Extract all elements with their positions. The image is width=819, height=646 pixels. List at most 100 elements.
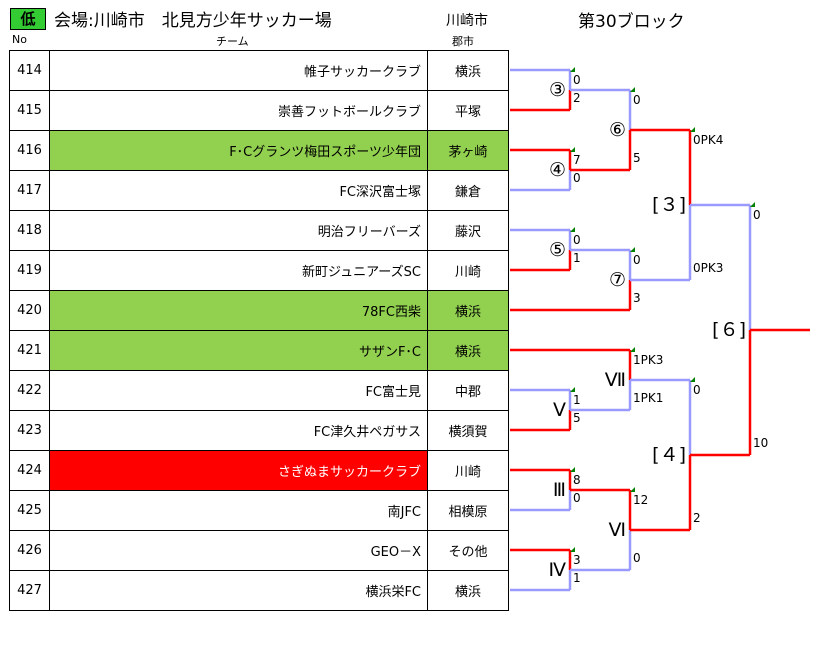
- score-top: 12: [633, 493, 648, 507]
- team-city: その他: [427, 530, 509, 571]
- column-header-city: 郡市: [452, 35, 474, 48]
- row-number: 418: [9, 210, 50, 251]
- match-marker: [570, 467, 575, 472]
- match-marker: [750, 202, 755, 207]
- team-name: 新町ジュニアーズSC: [49, 250, 428, 291]
- score-bottom: 5: [573, 411, 581, 425]
- score-bottom: 0PK3: [693, 261, 723, 275]
- team-city: 横須賀: [427, 410, 509, 451]
- team-name: F･Cグランツ梅田スポーツ少年団: [49, 130, 428, 171]
- score-top: 0: [633, 253, 641, 267]
- team-city: 藤沢: [427, 210, 509, 251]
- match-label: Ⅵ: [608, 519, 626, 541]
- score-top: 8: [573, 473, 581, 487]
- score-bottom: 10: [753, 436, 768, 450]
- score-top: 3: [573, 553, 581, 567]
- block-title: 第30ブロック: [578, 12, 685, 32]
- match-marker: [630, 87, 635, 92]
- match-label: [３]: [652, 194, 686, 216]
- score-bottom: 1: [573, 251, 581, 265]
- match-label: Ⅴ: [553, 399, 566, 421]
- match-label: Ⅶ: [605, 369, 626, 391]
- score-top: 0: [633, 93, 641, 107]
- team-name: さぎぬまサッカークラブ: [49, 450, 428, 491]
- team-name: FC深沢富士塚: [49, 170, 428, 211]
- match-label: Ⅳ: [548, 559, 566, 581]
- row-number: 416: [9, 130, 50, 171]
- team-city: 茅ヶ崎: [427, 130, 509, 171]
- match-marker: [570, 147, 575, 152]
- match-marker: [690, 127, 695, 132]
- team-city: 横浜: [427, 50, 509, 91]
- team-city: 相模原: [427, 490, 509, 531]
- row-number: 419: [9, 250, 50, 291]
- team-city: 横浜: [427, 290, 509, 331]
- column-header-team: チーム: [216, 35, 249, 48]
- match-label: ③: [549, 79, 566, 101]
- row-number: 425: [9, 490, 50, 531]
- match-label: ⑤: [549, 239, 566, 261]
- team-city: 川崎: [427, 450, 509, 491]
- team-name: GEO－X: [49, 530, 428, 571]
- score-top: 0PK4: [693, 133, 723, 147]
- score-top: 0: [753, 208, 761, 222]
- score-top: 0: [573, 73, 581, 87]
- match-marker: [570, 387, 575, 392]
- score-bottom: 0: [573, 171, 581, 185]
- match-marker: [630, 347, 635, 352]
- match-marker: [630, 487, 635, 492]
- score-bottom: 2: [573, 91, 581, 105]
- score-top: 7: [573, 153, 581, 167]
- match-label: ⑦: [609, 269, 626, 291]
- low-badge: 低: [10, 8, 46, 30]
- score-top: 0: [573, 233, 581, 247]
- match-label: Ⅲ: [553, 479, 566, 501]
- team-name: 明治フリーバーズ: [49, 210, 428, 251]
- team-city: 横浜: [427, 570, 509, 611]
- score-bottom: 2: [693, 511, 701, 525]
- match-label: ④: [549, 159, 566, 181]
- team-city: 中郡: [427, 370, 509, 411]
- team-name: FC富士見: [49, 370, 428, 411]
- score-top: 1: [573, 393, 581, 407]
- row-number: 427: [9, 570, 50, 611]
- score-bottom: 1: [573, 571, 581, 585]
- city-header: 川崎市: [446, 13, 488, 29]
- venue-title: 会場:川崎市 北見方少年サッカー場: [54, 11, 332, 31]
- team-city: 横浜: [427, 330, 509, 371]
- match-marker: [630, 247, 635, 252]
- row-number: 426: [9, 530, 50, 571]
- match-label: [４]: [652, 444, 686, 466]
- score-bottom: 0: [633, 551, 641, 565]
- team-name: FC津久井ペガサス: [49, 410, 428, 451]
- match-label: [６]: [712, 319, 746, 341]
- score-bottom: 1PK1: [633, 391, 663, 405]
- match-marker: [690, 377, 695, 382]
- row-number: 414: [9, 50, 50, 91]
- match-label: ⑥: [609, 119, 626, 141]
- team-name: 横浜栄FC: [49, 570, 428, 611]
- match-marker: [570, 67, 575, 72]
- match-marker: [570, 227, 575, 232]
- row-number: 417: [9, 170, 50, 211]
- score-bottom: 3: [633, 291, 641, 305]
- team-name: サザンF･C: [49, 330, 428, 371]
- team-city: 平塚: [427, 90, 509, 131]
- score-top: 0: [693, 383, 701, 397]
- score-bottom: 0: [573, 491, 581, 505]
- column-header-no: No: [12, 33, 27, 46]
- score-bottom: 5: [633, 151, 641, 165]
